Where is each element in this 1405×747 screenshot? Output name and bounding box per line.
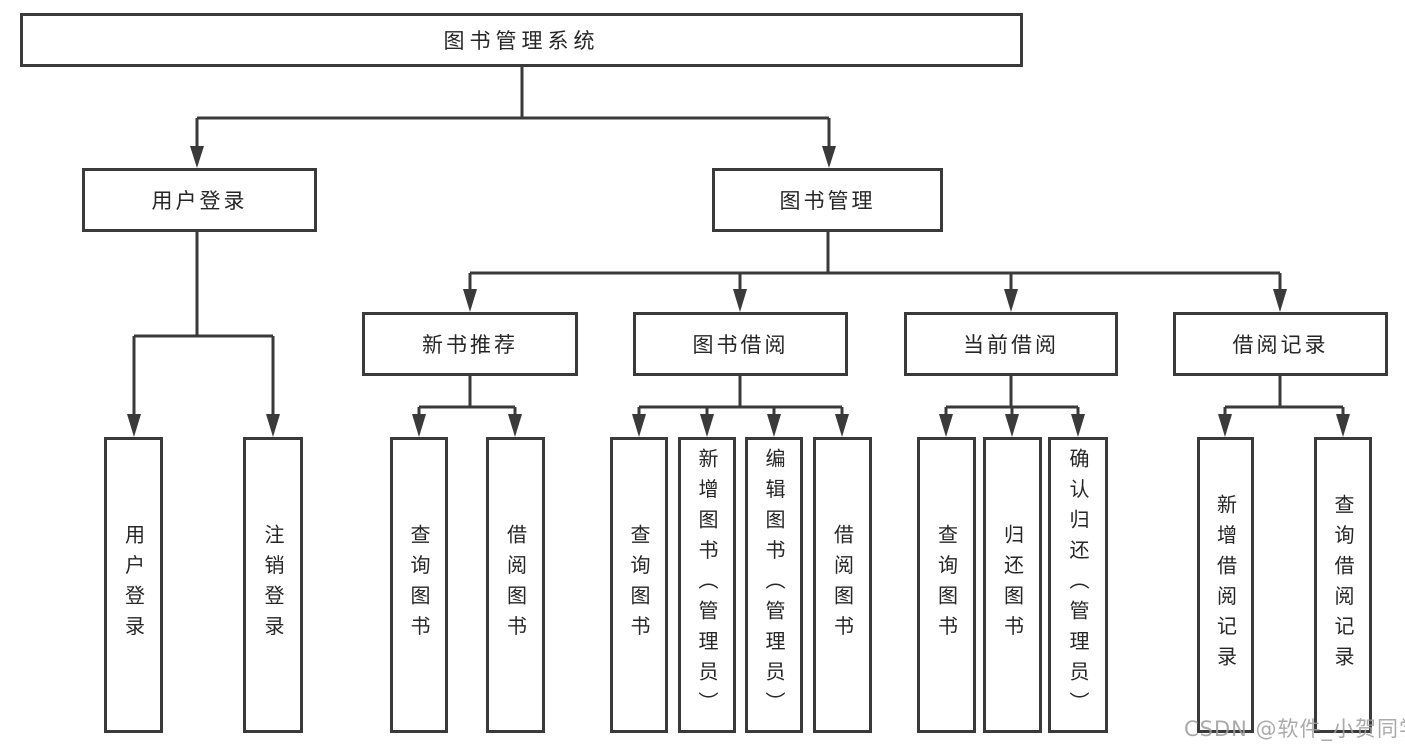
node-current-return-books: 归还图书 [983, 437, 1042, 733]
arrow-down-icon [1218, 414, 1232, 437]
arrow-down-icon [412, 414, 426, 437]
node-current-borrow: 当前借阅 [904, 312, 1118, 376]
node-logout-leaf: 注销登录 [243, 437, 303, 733]
node-borrow-add-books-admin: 新增图书（管理员） [678, 437, 736, 733]
arrow-down-icon [733, 289, 747, 312]
arrow-down-icon [822, 146, 836, 168]
connector-bookmgmt-to-level3 [463, 232, 1287, 312]
connector-bookborrow-to-leaves [632, 376, 849, 437]
node-user-login: 用户登录 [82, 168, 317, 232]
connector-userlogin-to-leaves [127, 232, 280, 437]
node-records-add-record: 新增借阅记录 [1197, 437, 1254, 733]
arrow-down-icon [700, 414, 714, 437]
node-newbook-borrow-books: 借阅图书 [486, 437, 545, 733]
node-newbook-query-books: 查询图书 [390, 437, 448, 733]
node-borrow-lend-books: 借阅图书 [813, 437, 872, 733]
arrow-down-icon [1071, 414, 1085, 437]
node-library-system: 图书管理系统 [20, 13, 1023, 67]
connector-currentborrow-to-leaves [939, 376, 1085, 437]
arrow-down-icon [939, 414, 953, 437]
arrow-down-icon [190, 146, 204, 168]
node-borrow-edit-books-admin: 编辑图书（管理员） [745, 437, 803, 733]
node-new-book-recommend: 新书推荐 [362, 312, 578, 376]
arrow-down-icon [1005, 414, 1019, 437]
arrow-down-icon [1004, 289, 1018, 312]
arrow-down-icon [1336, 414, 1350, 437]
node-current-query-books: 查询图书 [917, 437, 976, 733]
node-book-borrow: 图书借阅 [633, 312, 848, 376]
connector-borrowrecords-to-leaves [1218, 376, 1350, 437]
arrow-down-icon [1273, 289, 1287, 312]
node-current-confirm-return-admin: 确认归还（管理员） [1048, 437, 1108, 733]
arrow-down-icon [767, 414, 781, 437]
node-borrow-query-books: 查询图书 [610, 437, 668, 733]
arrow-down-icon [508, 414, 522, 437]
arrow-down-icon [632, 414, 646, 437]
connector-root-to-level2 [190, 67, 836, 168]
arrow-down-icon [266, 414, 280, 437]
arrow-down-icon [835, 414, 849, 437]
node-records-query-record: 查询借阅记录 [1314, 437, 1372, 733]
arrow-down-icon [127, 414, 141, 437]
connector-newbook-to-leaves [412, 376, 522, 437]
node-book-management: 图书管理 [712, 168, 943, 232]
csdn-watermark: CSDN @软件_小贺同学 [1184, 717, 1405, 741]
node-user-login-leaf: 用户登录 [104, 437, 163, 733]
node-borrow-records: 借阅记录 [1173, 312, 1388, 376]
arrow-down-icon [463, 289, 477, 312]
